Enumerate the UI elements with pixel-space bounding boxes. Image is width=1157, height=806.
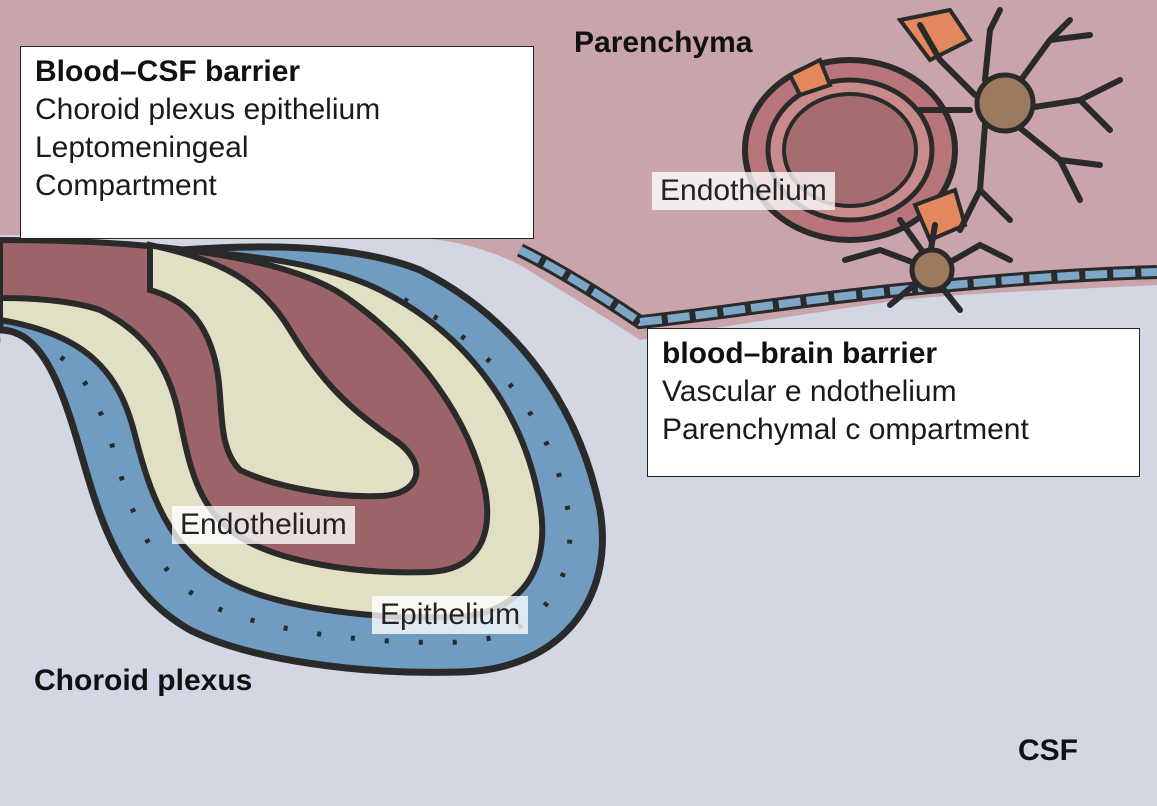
epithelium-label: Epithelium — [372, 596, 528, 634]
astrocyte-body — [977, 75, 1033, 131]
blood-csf-barrier-line: Choroid plexus epithelium — [35, 91, 519, 129]
astrocyte-body — [912, 250, 952, 290]
endothelium-parenchyma-label: Endothelium — [652, 172, 835, 210]
endothelium-choroid-label: Endothelium — [172, 506, 355, 544]
choroid-plexus-label: Choroid plexus — [34, 664, 252, 697]
blood-brain-barrier-line: Vascular e ndothelium — [662, 373, 1125, 411]
csf-label: CSF — [1018, 734, 1078, 767]
blood-csf-barrier-line: Leptomeningeal — [35, 129, 519, 167]
blood-csf-barrier-box: Blood–CSF barrier Choroid plexus epithel… — [20, 46, 534, 239]
parenchyma-label: Parenchyma — [574, 26, 753, 59]
blood-brain-barrier-box: blood–brain barrier Vascular e ndotheliu… — [647, 328, 1140, 477]
blood-csf-barrier-title: Blood–CSF barrier — [35, 53, 519, 91]
blood-brain-barrier-title: blood–brain barrier — [662, 335, 1125, 373]
blood-brain-barrier-line: Parenchymal c ompartment — [662, 411, 1125, 449]
blood-csf-barrier-line: Compartment — [35, 167, 519, 205]
